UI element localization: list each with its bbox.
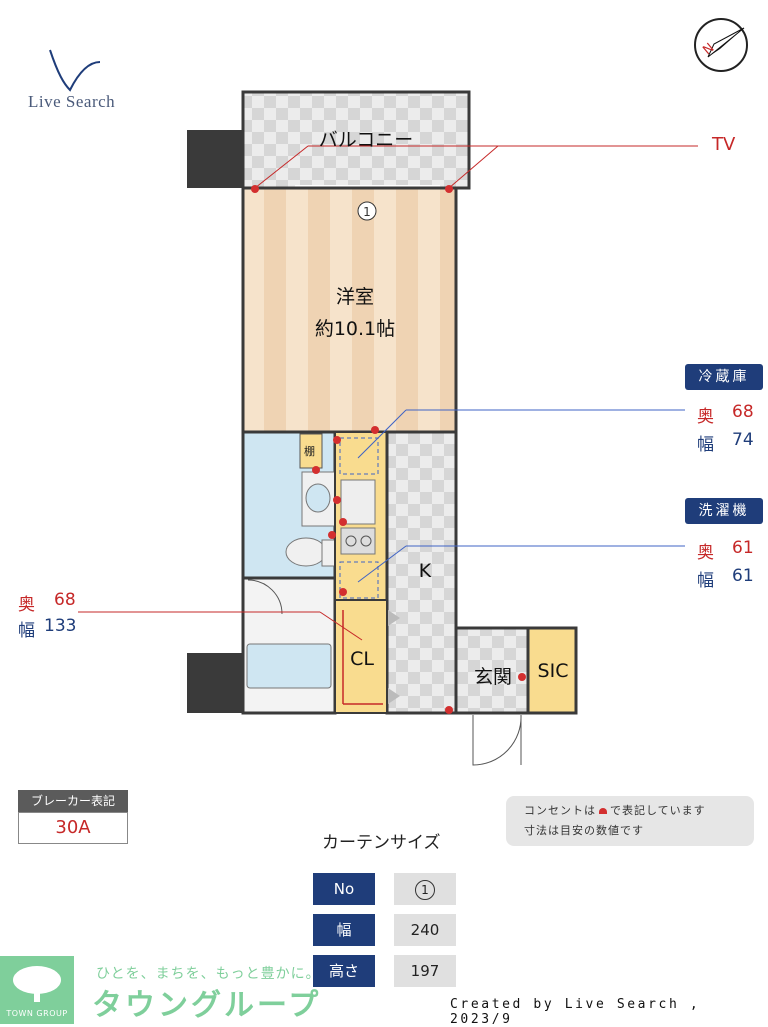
company-name: タウングループ <box>92 988 322 1023</box>
entrance-label: 玄関 <box>473 666 512 688</box>
bathtub <box>246 643 332 689</box>
kitchen-label: K <box>418 560 432 582</box>
note-line-1-a: コンセントは <box>524 804 596 817</box>
curtain-value-width: 240 <box>394 914 456 946</box>
shelf <box>299 433 323 469</box>
bath-wall-block <box>187 653 243 713</box>
washer-badge: 洗濯機 <box>685 498 763 524</box>
bath-depth-value: 68 <box>54 590 76 610</box>
outlet-markers <box>251 185 526 714</box>
compass: N <box>694 18 748 72</box>
washer-width-value: 61 <box>732 566 754 586</box>
stove <box>340 527 376 555</box>
curtain-head-width: 幅 <box>313 914 375 946</box>
note-box: コンセントは で表記しています 寸法は目安の数値です <box>506 796 754 846</box>
floor-plan: 1 <box>78 90 698 766</box>
outlet-marker <box>333 496 341 504</box>
curtain-value-no: 1 <box>394 873 456 905</box>
tree-icon <box>13 966 61 1002</box>
curtain-head-no: No <box>313 873 375 905</box>
balcony-wall-left <box>187 130 243 188</box>
bath-width-label: 幅 <box>18 621 35 641</box>
toilet <box>285 537 327 567</box>
bath-depth-label: 奥 <box>18 595 35 615</box>
breaker-label: ブレーカー表記 <box>18 790 128 812</box>
fridge-badge: 冷蔵庫 <box>685 364 763 390</box>
outlet-dot-icon <box>599 808 607 814</box>
washer-depth-label: 奥 <box>697 543 714 563</box>
outlet-marker <box>312 466 320 474</box>
compass-needle-icon <box>707 27 745 58</box>
credit-text: Created by Live Search , 2023/9 <box>450 997 701 1027</box>
outlet-marker <box>339 588 347 596</box>
logo-mark <box>49 49 101 92</box>
curtain-title: カーテンサイズ <box>322 833 441 853</box>
outlet-marker <box>339 518 347 526</box>
curtain-no-circle: 1 <box>415 879 435 900</box>
outlet-marker <box>445 185 453 193</box>
washer-width-label: 幅 <box>697 571 714 591</box>
note-line-1: コンセントは で表記しています <box>524 801 754 821</box>
closet-label: CL <box>350 648 374 670</box>
outlet-marker <box>251 185 259 193</box>
fridge-width-label: 幅 <box>697 435 714 455</box>
company-name-en: TOWN GROUP <box>6 1009 68 1018</box>
sink <box>340 479 376 525</box>
kitchen-floor <box>385 430 458 715</box>
western-room-size: 約10.1帖 <box>314 318 396 340</box>
outlet-marker <box>328 531 336 539</box>
tv-label: TV <box>712 134 736 155</box>
outlet-marker <box>518 673 526 681</box>
curtain-head-height: 高さ <box>313 955 375 987</box>
window-marker-number: 1 <box>363 205 371 219</box>
outlet-marker <box>371 426 379 434</box>
bath-width-value: 133 <box>44 616 77 636</box>
fridge-depth-value: 68 <box>732 402 754 422</box>
fridge-depth-label: 奥 <box>697 407 714 427</box>
sic-label: SIC <box>537 660 569 682</box>
outlet-marker <box>445 706 453 714</box>
company-logo-box <box>0 956 74 1024</box>
fridge-width-value: 74 <box>732 430 754 450</box>
note-line-1-b: で表記しています <box>610 804 706 817</box>
company-slogan: ひとを、まちを、もっと豊かに。 <box>96 966 321 982</box>
window-marker <box>357 201 377 221</box>
western-room-floor <box>241 186 458 434</box>
shelf-label: 棚 <box>304 445 315 458</box>
breaker-value: 30A <box>18 812 128 844</box>
outlet-marker <box>333 436 341 444</box>
western-room-label: 洋室 <box>335 286 374 308</box>
balcony-label: バルコニー <box>318 129 414 151</box>
curtain-value-height: 197 <box>394 955 456 987</box>
note-line-2: 寸法は目安の数値です <box>524 824 644 837</box>
logo-text: Live Search <box>28 92 116 111</box>
sic <box>526 626 578 715</box>
washer-depth-value: 61 <box>732 538 754 558</box>
